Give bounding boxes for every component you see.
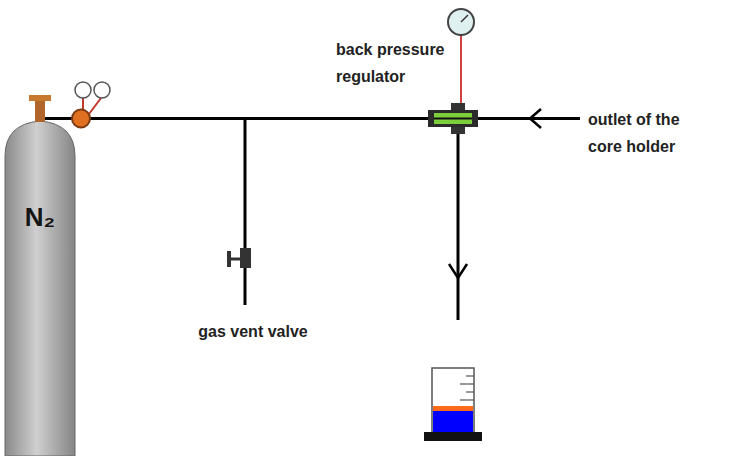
gas-regulator xyxy=(72,110,90,128)
node-outline xyxy=(428,110,478,127)
pipe-connector xyxy=(115,117,428,120)
gas-cylinder xyxy=(5,121,75,456)
scale-ticks xyxy=(460,376,474,400)
inlet-label: outlet of the core holder xyxy=(588,106,710,160)
regulator-port xyxy=(451,127,465,134)
oil-layer xyxy=(433,406,473,411)
gas-formula: N₂ xyxy=(5,202,75,232)
outflow-line xyxy=(457,134,460,320)
water-layer xyxy=(433,411,473,432)
regulator-port xyxy=(451,103,465,110)
node-outline xyxy=(5,78,115,456)
cylinder-base xyxy=(424,432,482,441)
flow-arrow xyxy=(530,109,541,128)
regulator-seat xyxy=(434,118,472,120)
cylinder-valve xyxy=(35,100,45,122)
valve-handle xyxy=(227,251,231,267)
regulator-diaphragm xyxy=(434,113,472,124)
gas-cylinder: N₂ xyxy=(5,78,115,456)
regulator-gauge xyxy=(94,82,110,98)
vent-line xyxy=(244,119,247,306)
gauge-line xyxy=(460,35,462,103)
regulator-body xyxy=(428,110,478,127)
valve-handle xyxy=(29,95,51,101)
valve-label: gas vent valve xyxy=(183,318,323,345)
device-label: back pressure regulator xyxy=(336,36,454,90)
back-pressure-regulator: back pressure regulator xyxy=(428,110,478,127)
vent-valve xyxy=(240,248,251,268)
flow-arrow xyxy=(449,264,467,278)
graduated-cylinder xyxy=(432,368,474,432)
gauge-needle xyxy=(461,15,468,22)
gauge-stem xyxy=(89,98,101,114)
pressure-gauge xyxy=(448,9,474,35)
regulator-gauge xyxy=(75,82,91,98)
